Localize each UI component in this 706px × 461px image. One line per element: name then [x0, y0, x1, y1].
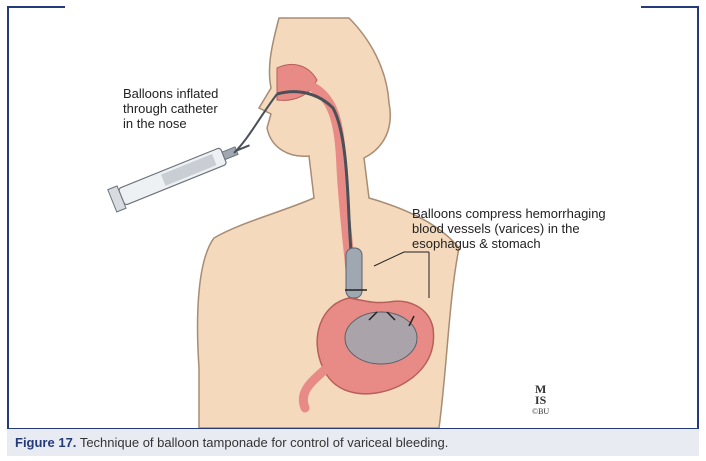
- syringe-tip: [222, 147, 238, 160]
- syringe: [108, 134, 254, 212]
- gastric-balloon: [345, 312, 417, 364]
- caption-label: Figure 17.: [15, 435, 76, 450]
- artist-signature: M IS ©BU: [532, 384, 549, 417]
- caption-text: Technique of balloon tamponade for contr…: [80, 435, 449, 450]
- signature-mark: M IS: [532, 384, 549, 406]
- figure-caption: Figure 17. Technique of balloon tamponad…: [7, 428, 699, 456]
- medical-illustration: Balloons inflated through catheter in th…: [9, 8, 697, 428]
- compress-label: Balloons compress hemorrhaging blood ves…: [412, 206, 606, 251]
- catheter-label: Balloons inflated through catheter in th…: [123, 86, 218, 131]
- signature-sub: ©BU: [532, 406, 549, 417]
